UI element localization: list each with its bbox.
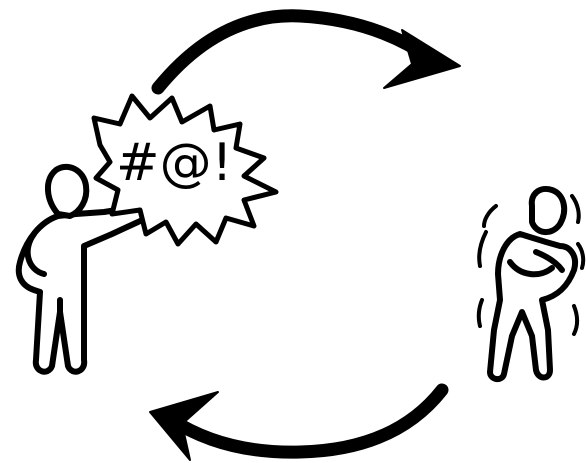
speech-bubble-icon: #@!: [91, 93, 279, 247]
curse-symbols-text: #@!: [116, 133, 232, 193]
person-pointing-icon: [15, 163, 151, 375]
person-cowering-icon: [476, 186, 586, 382]
curved-arrow-bottom-icon: [149, 383, 449, 461]
curved-arrow-top-icon: [151, 9, 461, 95]
